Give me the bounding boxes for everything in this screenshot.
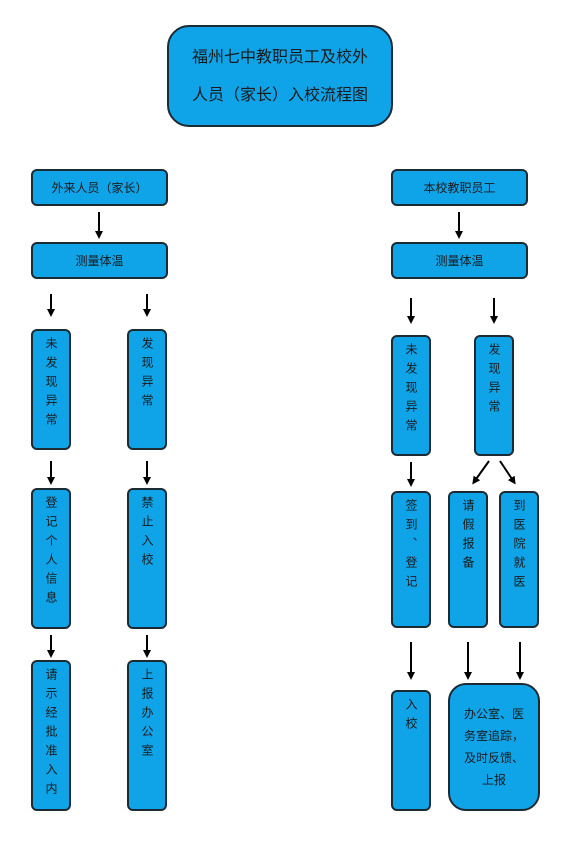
left-forbid-label: 禁止入校	[140, 496, 154, 572]
left-normal-label: 未发现异常	[44, 337, 58, 432]
right-leave-label: 请假报备	[461, 499, 475, 575]
left-report-box: 上报办公室	[127, 660, 167, 811]
right-abnormal-box: 发现异常	[474, 335, 514, 456]
right-leave-box: 请假报备	[448, 491, 488, 628]
right-normal-box: 未发现异常	[391, 335, 431, 456]
right-header-box: 本校教职员工	[391, 169, 528, 206]
arrow-right-abnormal-leave	[472, 460, 490, 485]
right-signin-label: 签到、登记	[404, 499, 418, 594]
followup-line-1: 办公室、医	[463, 707, 524, 721]
right-temp-label: 测量体温	[435, 254, 484, 268]
right-abnormal-label: 发现异常	[487, 343, 501, 419]
left-forbid-box: 禁止入校	[127, 488, 167, 629]
chart-title: 福州七中教职员工及校外 人员（家长）入校流程图	[167, 25, 393, 127]
left-temp-label: 测量体温	[75, 254, 124, 268]
left-abnormal-box: 发现异常	[127, 329, 167, 450]
followup-line-4: 上报	[481, 773, 506, 787]
right-normal-label: 未发现异常	[404, 343, 418, 438]
left-approve-box: 请示经批准入内	[31, 660, 71, 811]
left-temp-box: 测量体温	[31, 242, 168, 279]
arrow-right-abnormal-hospital	[499, 460, 516, 485]
left-normal-box: 未发现异常	[31, 329, 71, 450]
right-temp-box: 测量体温	[391, 242, 528, 279]
left-register-label: 登记个人信息	[44, 496, 58, 610]
left-header-label: 外来人员（家长）	[51, 181, 148, 195]
right-header-label: 本校教职员工	[423, 181, 496, 195]
left-approve-label: 请示经批准入内	[44, 668, 58, 801]
right-followup-box: 办公室、医 务室追踪， 及时反馈、 上报	[448, 683, 540, 811]
followup-line-3: 及时反馈、	[463, 751, 524, 765]
right-hospital-box: 到医院就医	[499, 491, 539, 628]
right-enter-label: 入校	[404, 698, 418, 736]
left-report-label: 上报办公室	[140, 668, 154, 763]
followup-line-2: 务室追踪，	[463, 729, 524, 743]
right-signin-box: 签到、登记	[391, 491, 431, 628]
right-enter-box: 入校	[391, 690, 431, 811]
title-line-2: 人员（家长）入校流程图	[191, 85, 368, 104]
title-line-1: 福州七中教职员工及校外	[191, 47, 368, 66]
left-register-box: 登记个人信息	[31, 488, 71, 629]
left-header-box: 外来人员（家长）	[31, 169, 168, 206]
right-hospital-label: 到医院就医	[512, 499, 526, 594]
left-abnormal-label: 发现异常	[140, 337, 154, 413]
